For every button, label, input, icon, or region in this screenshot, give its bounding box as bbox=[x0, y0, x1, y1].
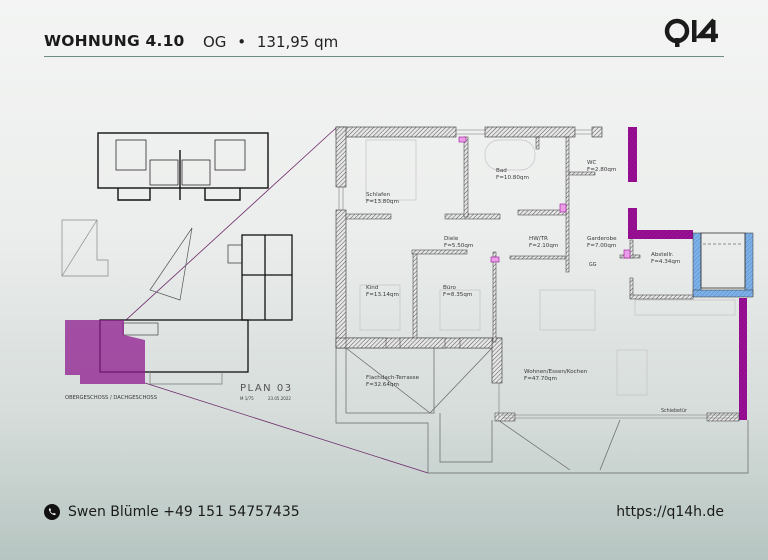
room-hwtr-area: F=2.10qm bbox=[529, 243, 558, 249]
gg-label: GG bbox=[589, 262, 597, 268]
projection-lines bbox=[125, 127, 429, 474]
room-bad-area: F=10.80qm bbox=[496, 175, 529, 181]
room-buero-area: F=8.35qm bbox=[443, 292, 472, 298]
header: WOHNUNG 4.10 OG • 131,95 qm bbox=[44, 18, 724, 57]
room-terrasse-area: F=32.64qm bbox=[366, 382, 399, 388]
contact-text: Swen Blümle +49 151 54757435 bbox=[68, 504, 300, 520]
phone-icon bbox=[44, 504, 60, 520]
area-label: 131,95 qm bbox=[256, 33, 339, 51]
room-garderobe-area: F=7.00qm bbox=[587, 243, 616, 249]
room-abstellr-name: Abstellr. bbox=[651, 252, 674, 258]
room-buero-name: Büro bbox=[443, 285, 457, 291]
overview-building-right bbox=[227, 234, 293, 321]
room-wohnen-area: F=47.70qm bbox=[524, 376, 557, 382]
overview-caption: OBERGESCHOSS / DACHGESCHOSS bbox=[65, 395, 157, 401]
room-wohnen-name: Wohnen/Essen/Kochen bbox=[524, 369, 588, 375]
room-labels: Schlafen F=13.80qm Bad F=10.80qm WC F=2.… bbox=[366, 160, 687, 414]
room-schlafen-name: Schlafen bbox=[366, 192, 391, 198]
room-diele-area: F=5.50qm bbox=[444, 243, 473, 249]
contact: Swen Blümle +49 151 54757435 bbox=[44, 504, 300, 520]
room-terrasse-name: Flachdach-Terrasse bbox=[366, 375, 420, 381]
plan-date: 23.05.2022 bbox=[268, 396, 291, 401]
plan-scale: M 1/75 bbox=[240, 396, 254, 401]
floor-label: OG bbox=[203, 33, 227, 51]
room-kind-area: F=13.14qm bbox=[366, 292, 399, 298]
room-wc-area: F=2.80qm bbox=[587, 167, 616, 173]
room-kind-name: Kind bbox=[366, 285, 379, 291]
room-wc-name: WC bbox=[587, 160, 597, 166]
room-hwtr-name: HW/TR bbox=[529, 236, 548, 242]
room-diele-name: Diele bbox=[444, 236, 459, 242]
room-bad-name: Bad bbox=[496, 168, 507, 174]
separator-dot: • bbox=[237, 33, 247, 51]
room-garderobe-name: Garderobe bbox=[587, 236, 617, 242]
overview-building-bottom bbox=[65, 319, 249, 385]
apartment-title: WOHNUNG 4.10 bbox=[44, 32, 185, 50]
overview-building-top bbox=[97, 132, 269, 201]
room-abstellr-area: F=4.34qm bbox=[651, 259, 680, 265]
overview-site-sketch bbox=[61, 219, 193, 301]
room-schlafen-area: F=13.80qm bbox=[366, 199, 399, 205]
plan-title: PLAN 03 bbox=[240, 383, 293, 394]
website-link[interactable]: https://q14h.de bbox=[616, 504, 724, 520]
apartment-subtitle: OG • 131,95 qm bbox=[203, 33, 338, 51]
sliding-door-label: Schiebetür bbox=[661, 408, 687, 414]
main-floorplan: Schlafen F=13.80qm Bad F=10.80qm WC F=2.… bbox=[335, 126, 754, 474]
q14-logo bbox=[664, 18, 718, 47]
